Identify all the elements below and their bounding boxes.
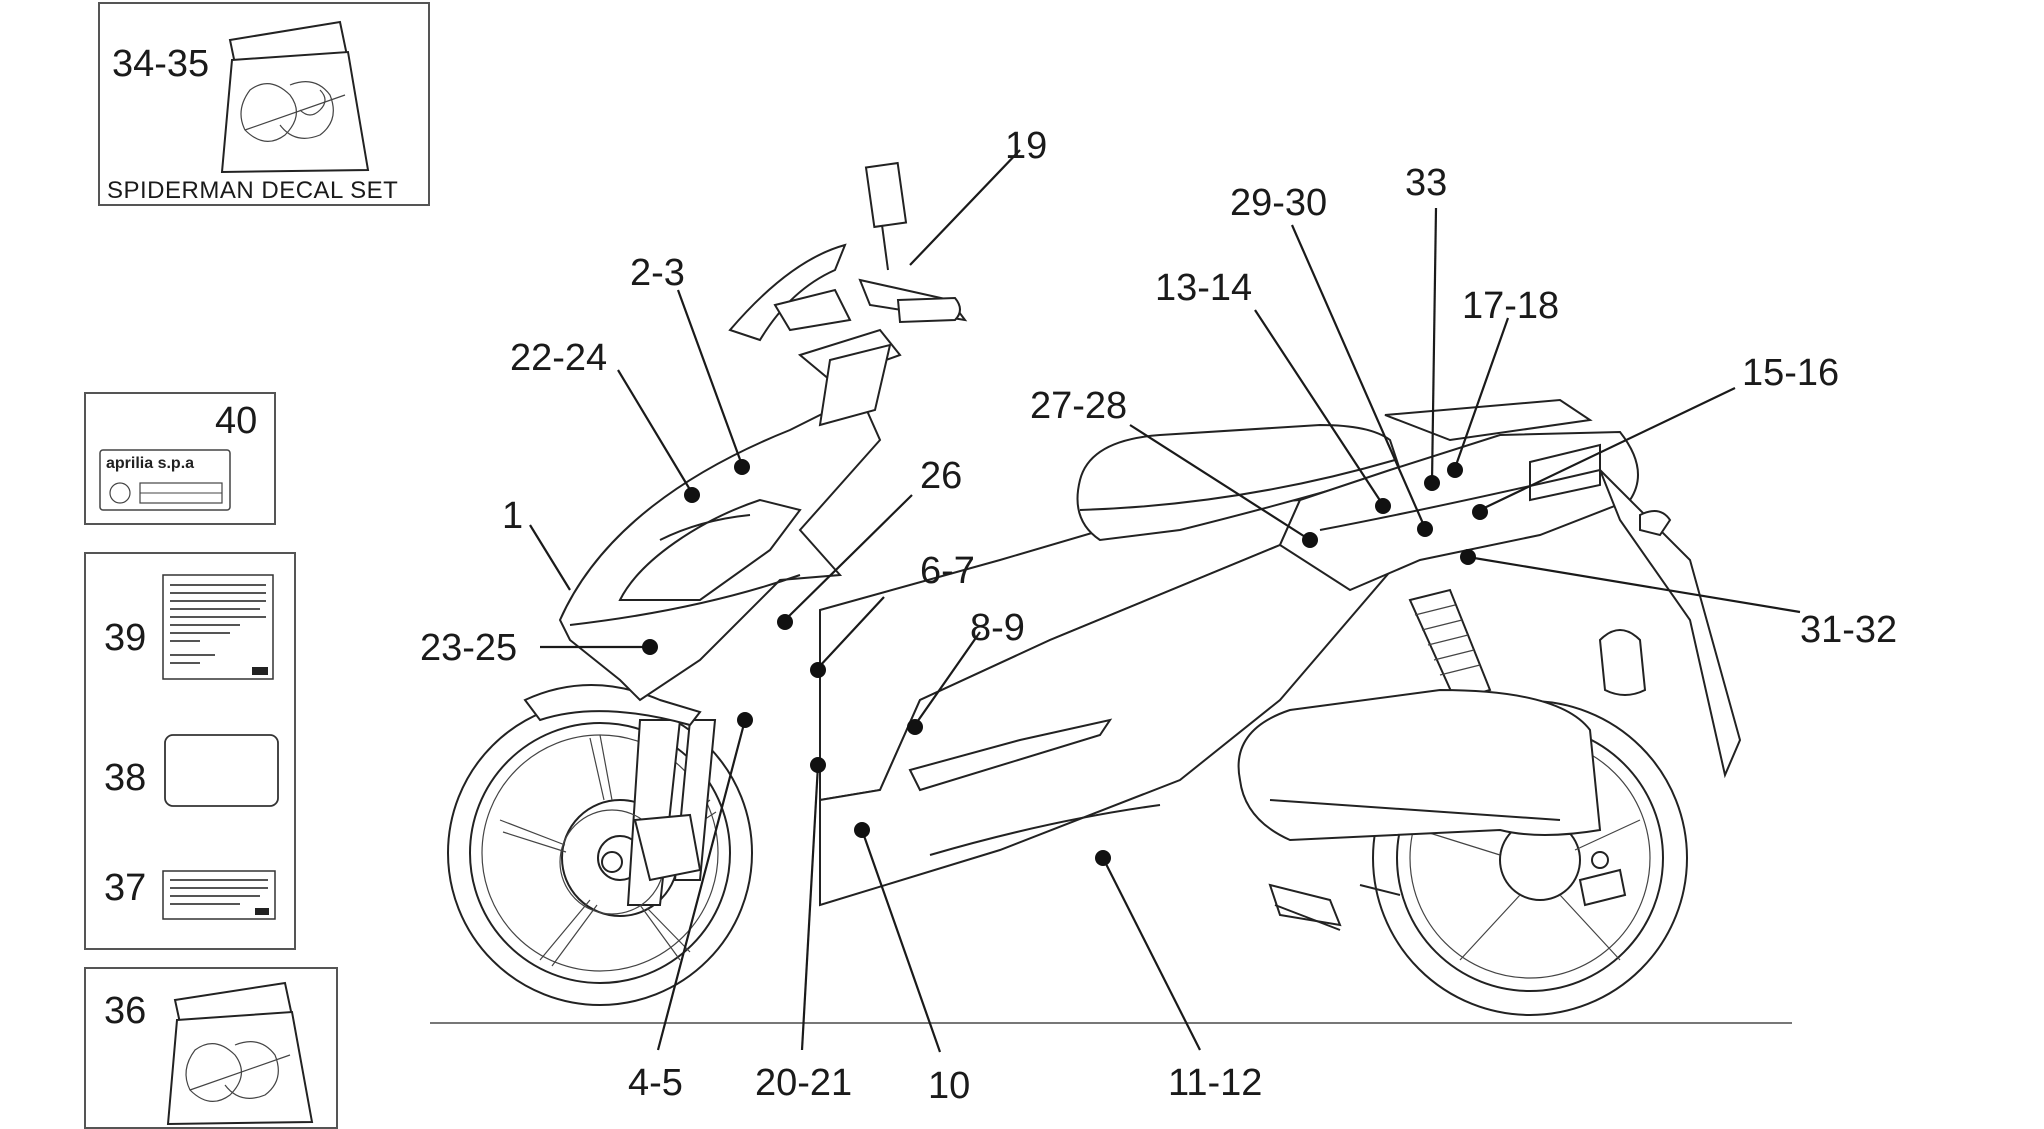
warning-label-37-icon xyxy=(162,870,276,920)
callout-26: 26 xyxy=(920,455,962,497)
callout-11-12: 11-12 xyxy=(1168,1062,1262,1104)
callout-20-21: 20-21 xyxy=(755,1062,852,1104)
callout-dots xyxy=(642,459,1488,866)
callout-29-30: 29-30 xyxy=(1230,182,1327,224)
blank-label-38-icon xyxy=(164,734,279,807)
callout-10: 10 xyxy=(928,1065,970,1107)
plate-box: 40 aprilia s.p.a xyxy=(84,392,276,525)
label-39-number: 39 xyxy=(104,617,146,659)
callout-23-25: 23-25 xyxy=(420,627,517,669)
callout-17-18: 17-18 xyxy=(1462,285,1559,327)
callout-8-9: 8-9 xyxy=(970,607,1025,649)
label-38-number: 38 xyxy=(104,757,146,799)
decal-set-box: 34-35 SPIDERMAN DECAL SET xyxy=(98,2,430,206)
decal-set-caption: SPIDERMAN DECAL SET xyxy=(107,177,398,204)
warning-label-39-icon xyxy=(162,574,274,680)
callout-27-28: 27-28 xyxy=(1030,385,1127,427)
callout-13-14: 13-14 xyxy=(1155,267,1252,309)
callout-19: 19 xyxy=(1005,125,1047,167)
decal-set-number: 34-35 xyxy=(112,43,209,85)
callout-15-16: 15-16 xyxy=(1742,352,1839,394)
callout-33: 33 xyxy=(1405,162,1447,204)
callout-2-3: 2-3 xyxy=(630,252,685,294)
pouch-number: 36 xyxy=(104,990,146,1032)
callout-31-32: 31-32 xyxy=(1800,609,1897,651)
plate-brand-text: aprilia s.p.a xyxy=(106,455,194,472)
decal-pouch-icon xyxy=(166,981,314,1126)
front-wheel xyxy=(447,700,753,1006)
label-37-number: 37 xyxy=(104,867,146,909)
pouch-box: 36 xyxy=(84,967,338,1129)
callout-lines xyxy=(529,149,1801,1053)
plate-number: 40 xyxy=(215,400,257,442)
callout-4-5: 4-5 xyxy=(628,1062,683,1104)
decal-set-pouch-icon xyxy=(220,20,370,174)
callout-1: 1 xyxy=(502,495,523,537)
labels-box: 39 38 37 xyxy=(84,552,296,950)
callout-6-7: 6-7 xyxy=(920,550,975,592)
callout-labels: 19 2-3 22-24 1 23-25 26 6-7 8-9 27-28 13… xyxy=(420,125,1897,1107)
callout-22-24: 22-24 xyxy=(510,337,607,379)
scooter-illustration xyxy=(430,161,1792,1024)
